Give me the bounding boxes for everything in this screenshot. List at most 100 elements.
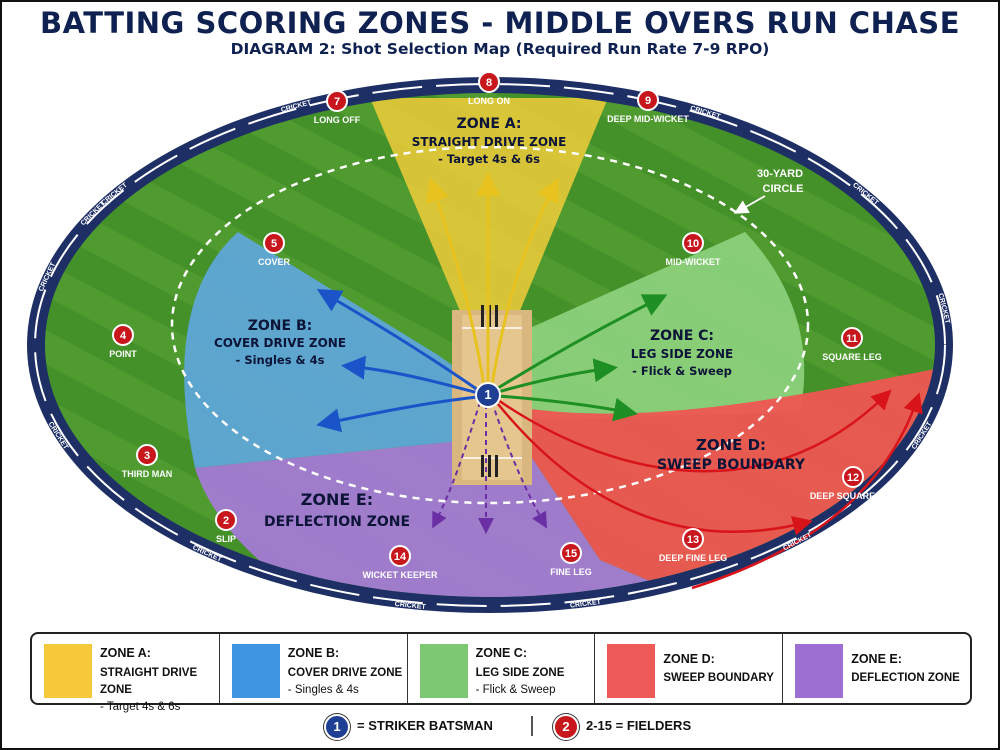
circle-label-line2: CIRCLE <box>763 183 804 195</box>
zone-legend: ZONE A: STRAIGHT DRIVE ZONE- Target 4s &… <box>30 632 972 713</box>
svg-text:- Target 4s & 6s: - Target 4s & 6s <box>438 152 540 166</box>
fielder-label-11: SQUARE LEG <box>822 352 882 362</box>
zone-c-arrows <box>497 294 668 422</box>
zone-b-text: ZONE B: COVER DRIVE ZONE - Singles & 4s <box>214 318 346 367</box>
key-separator <box>531 716 533 736</box>
svg-text:STRAIGHT DRIVE ZONE: STRAIGHT DRIVE ZONE <box>412 135 567 149</box>
legend-desc-zone-b: COVER DRIVE ZONE- Singles & 4s <box>287 667 403 696</box>
zone-e-text: ZONE E: DEFLECTION ZONE <box>264 490 410 530</box>
zone-c-text: ZONE C: LEG SIDE ZONE - Flick & Sweep <box>631 328 733 378</box>
stumps-bottom <box>481 455 498 477</box>
boundary-cricket-label: CRICKET <box>570 599 602 610</box>
legend-swatch-zone-e <box>795 644 844 698</box>
svg-text:DEFLECTION ZONE: DEFLECTION ZONE <box>264 514 410 530</box>
svg-text:ZONE D:: ZONE D: <box>696 436 766 454</box>
cricket-field: 30-YARD CIRCLE ZONE A: STRAIGHT D <box>27 71 953 613</box>
zone-d-arrows <box>497 389 923 590</box>
zone-b-area <box>184 232 480 468</box>
fielder-label-14: WICKET KEEPER <box>362 570 438 580</box>
zone-a-text: ZONE A: STRAIGHT DRIVE ZONE - Target 4s … <box>412 116 567 166</box>
fielder-label-12: DEEP SQUARE LEG <box>810 491 896 501</box>
fielder-label-9: DEEP MID-WICKET <box>607 114 689 124</box>
fielder-number-8: 8 <box>486 77 492 89</box>
fielder-label-8: LONG ON <box>468 96 510 106</box>
svg-text:- Singles & 4s: - Singles & 4s <box>236 353 325 367</box>
fielder-number-3: 3 <box>144 450 150 462</box>
svg-text:ZONE E:: ZONE E: <box>301 490 373 509</box>
fielder-label-3: THIRD MAN <box>122 469 173 479</box>
svg-text:ZONE A:: ZONE A: <box>457 116 522 132</box>
zone-d-text: ZONE D: SWEEP BOUNDARY <box>657 436 806 473</box>
fielder-label-7: LONG OFF <box>314 115 361 125</box>
fielder-label-5: COVER <box>258 257 291 267</box>
fielder-number-15: 15 <box>565 548 577 560</box>
fielder-label-2: SLIP <box>216 534 236 544</box>
striker-badge: 1 <box>324 714 350 740</box>
fielder-number-9: 9 <box>645 95 651 107</box>
fielder-badge: 2 <box>553 714 579 740</box>
fielder-number-5: 5 <box>271 238 277 250</box>
fielder-label-15: FINE LEG <box>550 567 592 577</box>
fielder-number-1: 1 <box>484 387 491 402</box>
fielder-number-13: 13 <box>687 534 699 546</box>
striker-key-text: = STRIKER BATSMAN <box>357 718 493 733</box>
marker-key: 1 = STRIKER BATSMAN 2 2-15 = FIELDERS <box>0 712 1000 740</box>
fielder-number-12: 12 <box>847 472 859 484</box>
fielder-label-4: POINT <box>109 349 137 359</box>
fielder-number-4: 4 <box>120 330 127 342</box>
legend-desc-zone-c: LEG SIDE ZONE- Flick & Sweep <box>475 667 565 696</box>
svg-text:SWEEP BOUNDARY: SWEEP BOUNDARY <box>657 457 806 473</box>
zone-e-arrows <box>432 401 547 534</box>
legend-swatch-zone-d <box>607 644 656 698</box>
zone-b-arrows <box>316 288 479 433</box>
fielder-label-13: DEEP FINE LEG <box>659 553 727 563</box>
svg-text:ZONE C:: ZONE C: <box>650 328 714 344</box>
fielder-number-14: 14 <box>394 551 407 563</box>
svg-text:COVER DRIVE ZONE: COVER DRIVE ZONE <box>214 336 346 350</box>
page-title: BATTING SCORING ZONES - MIDDLE OVERS RUN… <box>39 6 961 40</box>
legend-desc-zone-e: DEFLECTION ZONE <box>851 672 960 684</box>
legend-title-zone-c: ZONE C: <box>475 646 527 660</box>
legend-title-zone-b: ZONE B: <box>287 646 340 660</box>
circle-label-line1: 30-YARD <box>757 168 803 180</box>
legend-item-zone-c: ZONE C: LEG SIDE ZONE- Flick & Sweep <box>408 634 596 703</box>
zone-a-arrows <box>425 172 559 386</box>
thirty-yard-circle <box>170 145 810 505</box>
svg-text:LEG SIDE ZONE: LEG SIDE ZONE <box>631 347 733 361</box>
boundary-rope <box>34 83 946 607</box>
boundary-cricket-label: CRICKET <box>394 601 426 611</box>
legend-swatch-zone-c <box>419 644 468 698</box>
fielder-number-10: 10 <box>687 238 699 250</box>
svg-text:ZONE B:: ZONE B: <box>248 318 312 334</box>
legend-title-zone-e: ZONE E: <box>851 652 902 666</box>
legend-title-zone-d: ZONE D: <box>663 652 715 666</box>
legend-swatch-zone-b <box>231 644 280 698</box>
fielder-key-text: 2-15 = FIELDERS <box>586 718 692 733</box>
legend-title-zone-a: ZONE A: <box>100 646 151 660</box>
fielder-number-2: 2 <box>223 515 229 527</box>
legend-swatch-zone-a <box>44 644 92 698</box>
svg-text:- Flick & Sweep: - Flick & Sweep <box>632 364 732 378</box>
fielder-number-7: 7 <box>334 96 340 108</box>
legend-desc-zone-a: STRAIGHT DRIVE ZONE- Target 4s & 6s <box>100 667 198 713</box>
legend-item-zone-e: ZONE E: DEFLECTION ZONE <box>783 634 970 703</box>
striker-marker: 1 <box>475 382 501 408</box>
circle-label-pointer <box>733 195 766 214</box>
fielder-number-11: 11 <box>846 333 858 345</box>
fielder-label-10: MID-WICKET <box>666 257 721 267</box>
legend-desc-zone-d: SWEEP BOUNDARY <box>663 672 774 684</box>
page-subtitle: DIAGRAM 2: Shot Selection Map (Required … <box>230 40 770 58</box>
